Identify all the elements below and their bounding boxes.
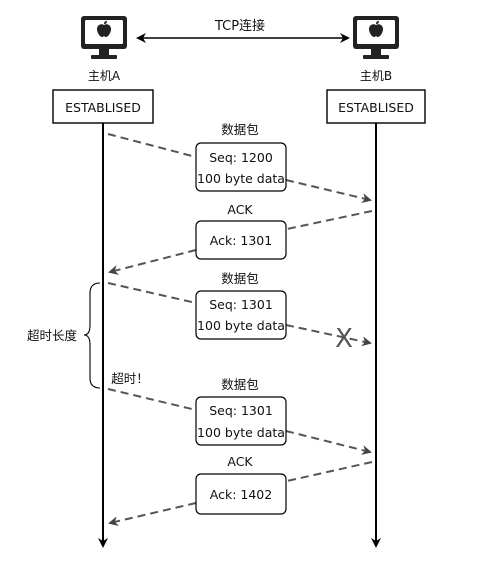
packet-lost-x-mark: X bbox=[335, 324, 353, 354]
packet-1-data: 100 byte data bbox=[197, 171, 285, 186]
host-b-state: ESTABLISED bbox=[338, 100, 414, 115]
packet-2-seq: Seq: 1301 bbox=[209, 297, 273, 312]
timeout-event-label: 超时！ bbox=[111, 371, 149, 386]
host-a-state-box: ESTABLISED bbox=[52, 89, 154, 124]
timeout-length-label: 超时长度 bbox=[27, 328, 78, 343]
ack-2-arrow-segment bbox=[286, 461, 373, 482]
packet-1-arrow bbox=[285, 179, 372, 204]
packet-1-box bbox=[195, 142, 287, 192]
packet-1-message: 数据包 Seq: 1200 100 byte data bbox=[107, 122, 372, 204]
packet-3-message: 数据包 Seq: 1301 100 byte data bbox=[107, 377, 372, 455]
ack-2-value: Ack: 1402 bbox=[210, 487, 272, 502]
packet-3-arrow-segment bbox=[107, 388, 197, 411]
host-a-state: ESTABLISED bbox=[65, 100, 141, 115]
tcp-connection-label: TCP连接 bbox=[214, 18, 265, 34]
timeout-brace: 超时长度 超时！ bbox=[27, 282, 149, 389]
packet-3-data: 100 byte data bbox=[197, 425, 285, 440]
packet-2-arrow-segment bbox=[107, 282, 197, 304]
ack-2-message: ACK Ack: 1402 bbox=[108, 454, 373, 527]
packet-2-box bbox=[195, 290, 287, 340]
host-b-state-box: ESTABLISED bbox=[326, 89, 426, 124]
ack-1-value: Ack: 1301 bbox=[210, 233, 272, 248]
ack-1-box bbox=[195, 220, 287, 260]
packet-3-seq: Seq: 1301 bbox=[209, 403, 273, 418]
packet-1-seq: Seq: 1200 bbox=[209, 150, 273, 165]
ack-1-message: ACK Ack: 1301 bbox=[108, 202, 373, 275]
packet-1-title: 数据包 bbox=[221, 122, 259, 137]
apple-logo-icon bbox=[97, 21, 111, 37]
packet-2-title: 数据包 bbox=[221, 271, 259, 286]
packet-2-arrow bbox=[285, 324, 372, 347]
packet-3-arrow bbox=[285, 430, 372, 455]
timeout-brace-path bbox=[83, 282, 101, 389]
packet-3-title: 数据包 bbox=[221, 377, 259, 392]
packet-2-message: 数据包 Seq: 1301 100 byte data X bbox=[107, 271, 372, 354]
ack-1-arrow bbox=[108, 249, 197, 275]
host-a-computer-icon bbox=[81, 16, 127, 59]
host-b-computer-icon bbox=[353, 16, 399, 59]
host-b-label: 主机B bbox=[360, 69, 392, 83]
ack-2-title: ACK bbox=[227, 454, 253, 469]
packet-3-box bbox=[195, 396, 287, 446]
ack-2-arrow bbox=[108, 502, 197, 527]
apple-logo-icon bbox=[369, 21, 383, 37]
ack-1-title: ACK bbox=[227, 202, 253, 217]
ack-2-box bbox=[195, 473, 287, 515]
host-a-label: 主机A bbox=[88, 69, 121, 83]
packet-1-arrow-segment bbox=[107, 133, 197, 158]
ack-1-arrow-segment bbox=[286, 210, 373, 230]
packet-2-data: 100 byte data bbox=[197, 318, 285, 333]
